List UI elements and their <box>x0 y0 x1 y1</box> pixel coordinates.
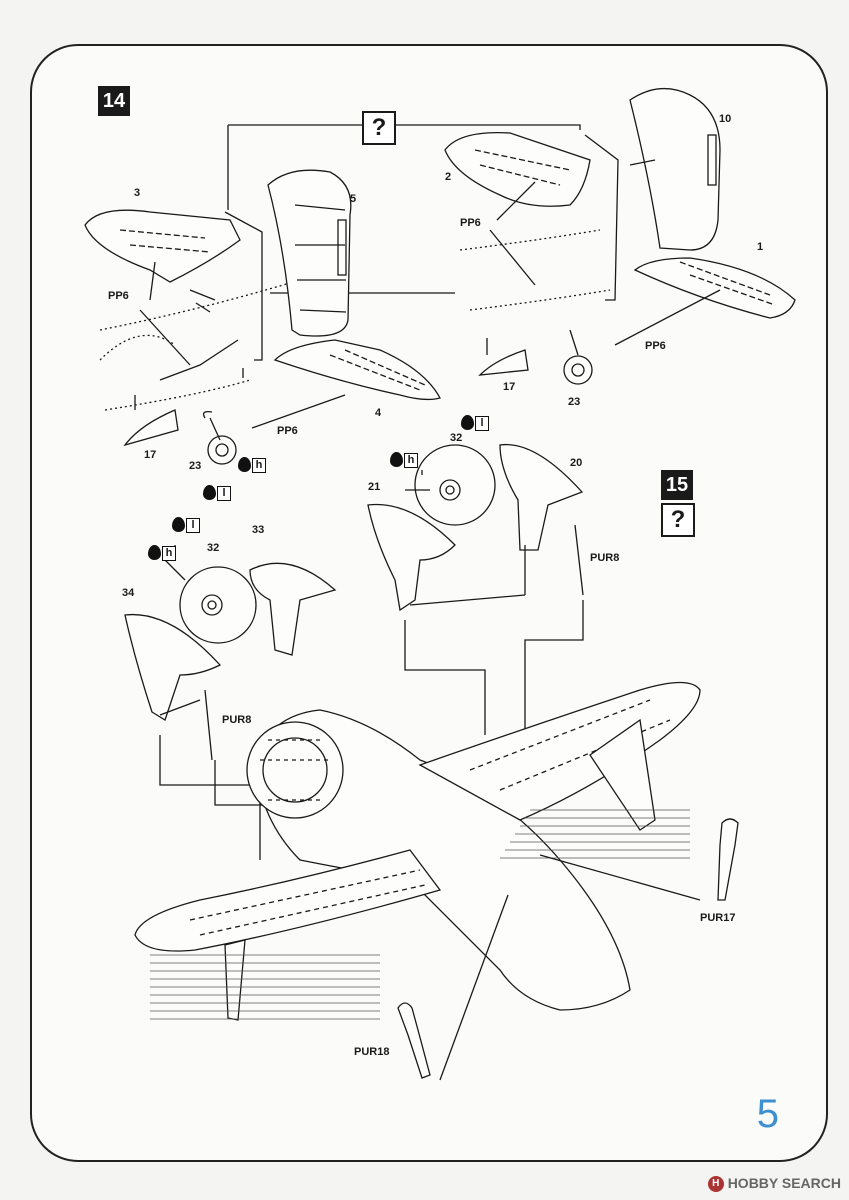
label-part-10: 10 <box>719 113 732 125</box>
rudder-part-5 <box>267 169 352 337</box>
label-pur18: PUR18 <box>354 1046 390 1058</box>
paint-drop-h-icon: h <box>148 543 178 563</box>
watermark-text: HOBBY SEARCH <box>727 1174 841 1191</box>
question-mark-box-14: ? <box>362 111 396 145</box>
label-pp6-b: PP6 <box>277 425 298 437</box>
label-part-21: 21 <box>368 481 381 493</box>
label-part-5: 5 <box>350 193 357 205</box>
label-pp6-a: PP6 <box>108 290 129 302</box>
page-number: 5 <box>756 1092 779 1136</box>
paint-code-h: h <box>404 453 418 468</box>
stabilizer-part-3 <box>84 209 241 283</box>
label-part-20: 20 <box>570 457 583 469</box>
right-wing <box>418 681 701 821</box>
paint-code-l: l <box>217 486 231 501</box>
stabilizer-part-4 <box>273 339 441 401</box>
stabilizer-part-2 <box>444 131 591 207</box>
paint-drop-h-icon: h <box>390 450 420 470</box>
label-pur17: PUR17 <box>700 912 736 924</box>
label-part-4: 4 <box>375 407 382 419</box>
watermark-logo-icon: H <box>707 1176 724 1192</box>
pur17-part <box>717 818 739 901</box>
spat-part-21 <box>367 503 456 612</box>
label-pur8-b: PUR8 <box>222 714 252 726</box>
rudder-part-10 <box>629 87 721 251</box>
paint-drop-l-icon: l <box>203 483 233 503</box>
spat-part-20 <box>499 443 584 551</box>
label-part-34: 34 <box>122 587 135 599</box>
label-pur8-a: PUR8 <box>590 552 620 564</box>
paint-code-h: h <box>252 458 266 473</box>
question-mark-box-15: ? <box>661 503 695 537</box>
label-part-33: 33 <box>252 524 265 536</box>
label-part-23-b: 23 <box>568 396 581 408</box>
paint-code-l: l <box>186 518 200 533</box>
label-part-23-a: 23 <box>189 460 202 472</box>
paint-drop-h-icon: h <box>238 455 268 475</box>
step-15-badge: 15 <box>661 470 693 500</box>
left-wing <box>134 849 442 952</box>
stabilizer-part-1 <box>633 257 796 319</box>
label-pp6-c: PP6 <box>460 217 481 229</box>
label-part-3: 3 <box>134 187 141 199</box>
label-pp6-d: PP6 <box>645 340 666 352</box>
label-part-17-b: 17 <box>503 381 516 393</box>
pur18-part <box>397 1002 431 1079</box>
label-part-32-a: 32 <box>450 432 463 444</box>
paint-code-l: l <box>475 416 489 431</box>
spat-part-33 <box>249 562 337 656</box>
label-part-17-a: 17 <box>144 449 157 461</box>
paint-drop-l-icon: l <box>172 515 202 535</box>
paint-drop-l-icon: l <box>461 413 491 433</box>
label-part-2: 2 <box>445 171 452 183</box>
step-14-badge: 14 <box>98 86 130 116</box>
label-part-1: 1 <box>757 241 764 253</box>
spat-part-34 <box>124 613 222 721</box>
paint-code-h: h <box>162 546 176 561</box>
label-part-32-b: 32 <box>207 542 220 554</box>
